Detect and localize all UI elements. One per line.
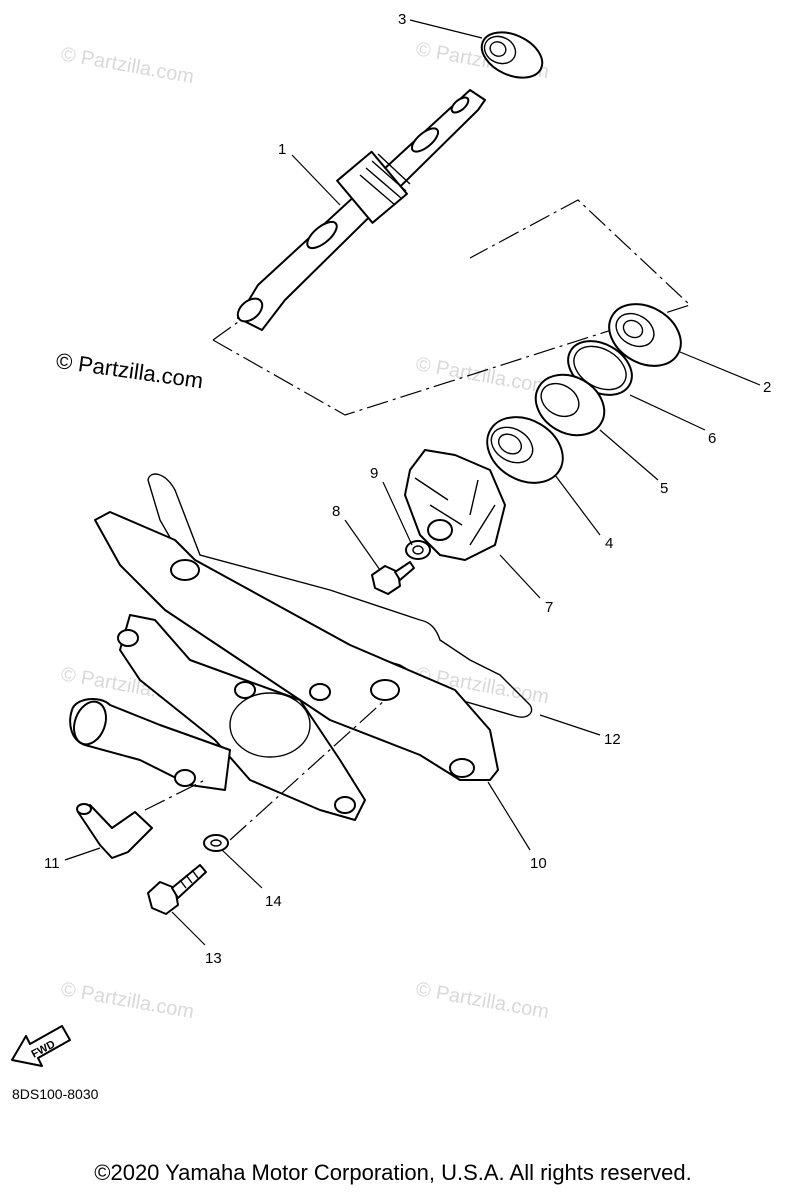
part-bearing-top <box>480 31 544 79</box>
callout-4: 4 <box>605 535 613 552</box>
diagram-code: 8DS100-8030 <box>12 1086 99 1102</box>
fwd-arrow-icon: FWD <box>11 1025 71 1067</box>
watermark: © Partzilla.com <box>414 978 551 1023</box>
callout-14: 14 <box>265 893 282 910</box>
part-o-ring-gasket <box>147 473 533 718</box>
reference-boundary <box>212 321 239 341</box>
part-washer-lower <box>203 834 229 852</box>
watermark: © Partzilla.com <box>414 353 551 398</box>
part-washer <box>405 540 431 560</box>
callout-13: 13 <box>205 950 222 967</box>
part-pump-shaft <box>236 89 486 331</box>
part-oil-seal <box>534 373 606 437</box>
callout-2: 2 <box>763 379 771 396</box>
callout-11: 11 <box>44 855 60 872</box>
watermark: © Partzilla.com <box>59 43 196 88</box>
copyright-notice: ©2020 Yamaha Motor Corporation, U.S.A. A… <box>94 1160 692 1185</box>
callout-6: 6 <box>708 430 716 447</box>
part-pump-housing <box>94 511 499 821</box>
part-impeller <box>404 449 506 561</box>
watermark: © Partzilla.com <box>59 978 196 1023</box>
part-bolt-lower <box>147 864 207 915</box>
part-mechanical-seal <box>486 416 564 484</box>
leader-lines <box>64 19 761 946</box>
part-bearing <box>608 303 682 367</box>
part-fitting <box>76 803 153 859</box>
callout-12: 12 <box>604 731 621 748</box>
reference-boundary <box>212 199 692 416</box>
callout-9: 9 <box>370 465 378 482</box>
callout-5: 5 <box>660 480 668 497</box>
callout-1: 1 <box>278 141 286 158</box>
callout-10: 10 <box>530 855 547 872</box>
callout-8: 8 <box>332 503 340 520</box>
callout-3: 3 <box>398 11 406 28</box>
part-outlet-pipe <box>69 698 231 791</box>
assembly-line <box>144 779 206 811</box>
callout-7: 7 <box>545 599 553 616</box>
part-bolt-small <box>371 561 415 595</box>
callouts: 3 1 2 6 5 4 7 8 9 10 11 12 13 14 <box>44 11 771 967</box>
